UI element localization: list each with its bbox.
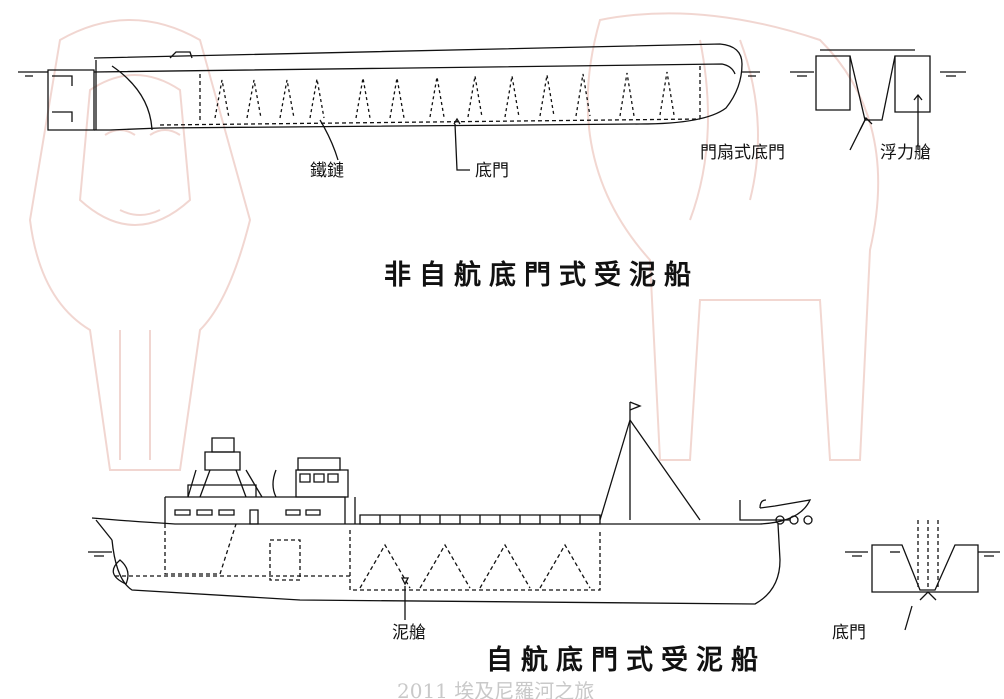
chain-leader	[319, 119, 339, 161]
top-barge-side-view	[18, 43, 760, 171]
fan-door-leader	[849, 117, 867, 151]
deck-house	[169, 51, 193, 59]
top-cross-section	[790, 49, 966, 151]
title-non-self-propelled: 非自航底門式受泥船	[384, 260, 699, 291]
chain-cones	[214, 71, 675, 119]
waterline-left-mark	[18, 71, 40, 77]
chain-label: 鐵鏈	[310, 161, 344, 181]
bottom-door-label-top: 底門	[475, 161, 509, 181]
fan-door-label: 門扇式底門	[700, 143, 785, 163]
watermark-text: 2011 埃及尼羅河之旅	[397, 679, 595, 699]
bottom-door-leader	[454, 123, 470, 171]
mud-hold-label: 泥艙	[392, 623, 426, 643]
buoyancy-tank-label: 浮力艙	[880, 143, 931, 163]
waterline-right-mark	[742, 71, 760, 77]
line-art	[18, 43, 1000, 631]
propeller	[112, 559, 129, 585]
background-sketch	[28, 12, 880, 471]
bottom-ship-side-view	[88, 401, 900, 620]
title-self-propelled: 自航底門式受泥船	[486, 645, 766, 676]
bottom-cross-section	[845, 520, 1000, 631]
bottom-door-label-bottom: 底門	[832, 623, 866, 643]
